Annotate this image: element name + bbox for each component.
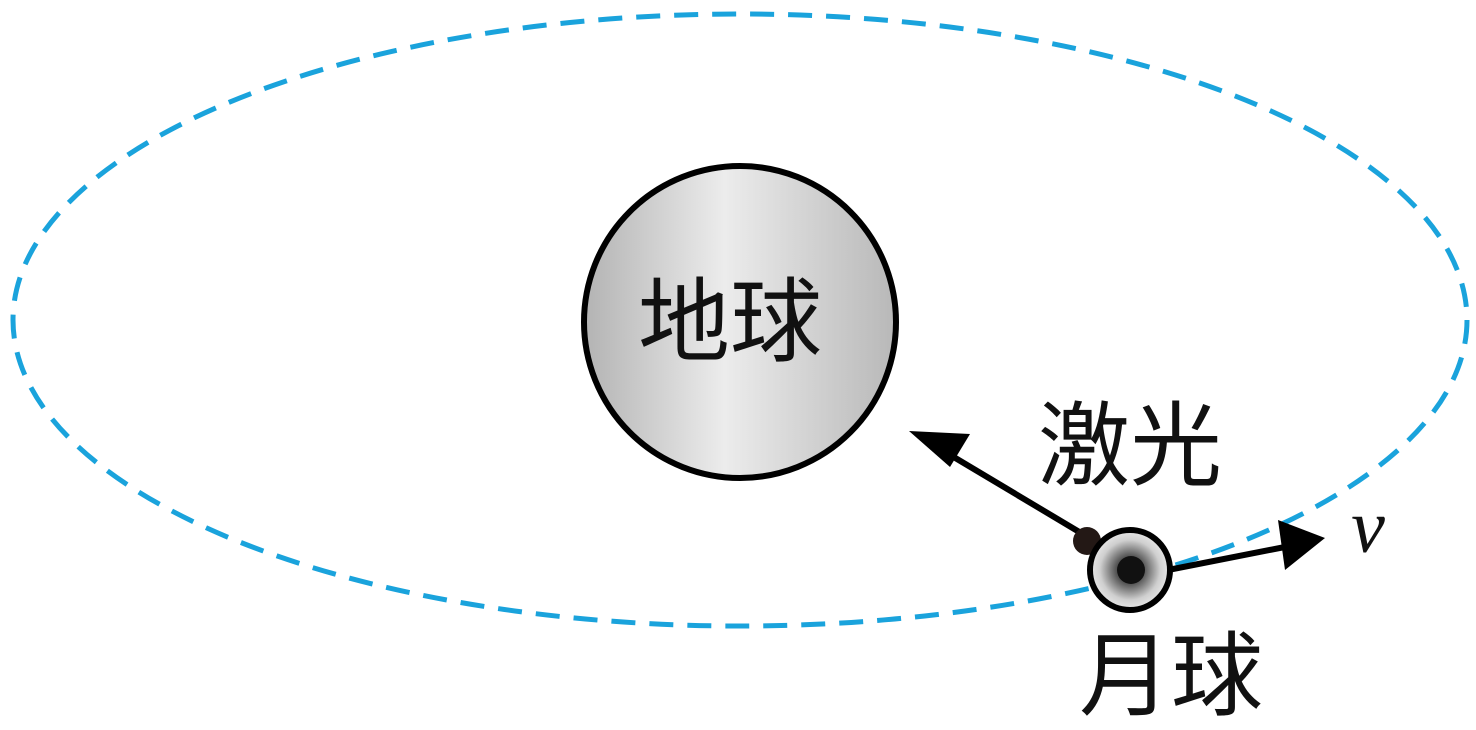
laser-label: 激光 — [1038, 393, 1222, 500]
velocity-arrow-line — [1167, 543, 1291, 573]
moon-orbit — [10, 11, 1470, 629]
laser-arrow-line — [950, 453, 1088, 539]
moon-center-dot — [1117, 556, 1145, 584]
moon-label: 月球 — [1079, 623, 1263, 730]
velocity-label: v — [1351, 485, 1385, 569]
laser-arrow-head — [909, 431, 970, 467]
velocity-arrow-head — [1278, 520, 1325, 570]
earth-label: 地球 — [638, 269, 822, 376]
earth-circle — [581, 163, 899, 481]
